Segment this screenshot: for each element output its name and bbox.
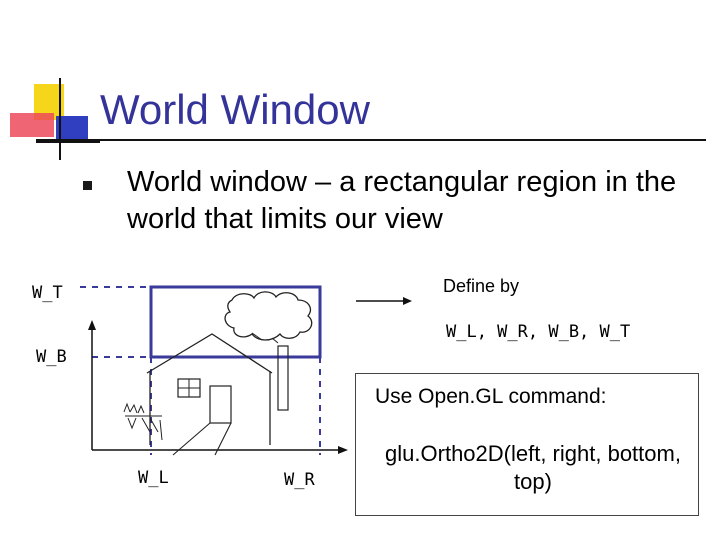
- define-by-text: Define by: [443, 276, 520, 296]
- grass-sketch: [123, 402, 163, 441]
- house-door: [209, 385, 232, 424]
- label-w-b: W_B: [36, 347, 67, 367]
- cloud-shape: [224, 291, 313, 341]
- world-window-rect: [149, 285, 322, 359]
- house-roof: [146, 333, 273, 374]
- command-box: [355, 373, 699, 516]
- logo-graphic: [10, 78, 100, 160]
- bullet-icon: [83, 181, 92, 190]
- label-w-r: W_R: [284, 470, 315, 490]
- label-w-t: W_T: [32, 283, 63, 303]
- command-intro: Use Open.GL command:: [375, 385, 607, 408]
- command-text: glu.Ortho2D(left, right, bottom, top): [385, 441, 681, 494]
- path-line-1: [172, 422, 211, 456]
- slide-logo: [0, 0, 100, 170]
- label-w-l: W_L: [138, 468, 169, 488]
- path-line-2: [214, 422, 232, 456]
- params-text: W_L, W_R, W_B, W_T: [446, 322, 631, 342]
- title-underline: [36, 139, 706, 141]
- define-arrow-head: [403, 297, 412, 305]
- page-title: World Window: [100, 86, 370, 133]
- y-axis-arrowhead: [88, 320, 96, 330]
- bullet-text: World window – a rectangular region in t…: [127, 166, 677, 235]
- chimney: [277, 345, 289, 411]
- x-axis-arrowhead: [338, 446, 348, 454]
